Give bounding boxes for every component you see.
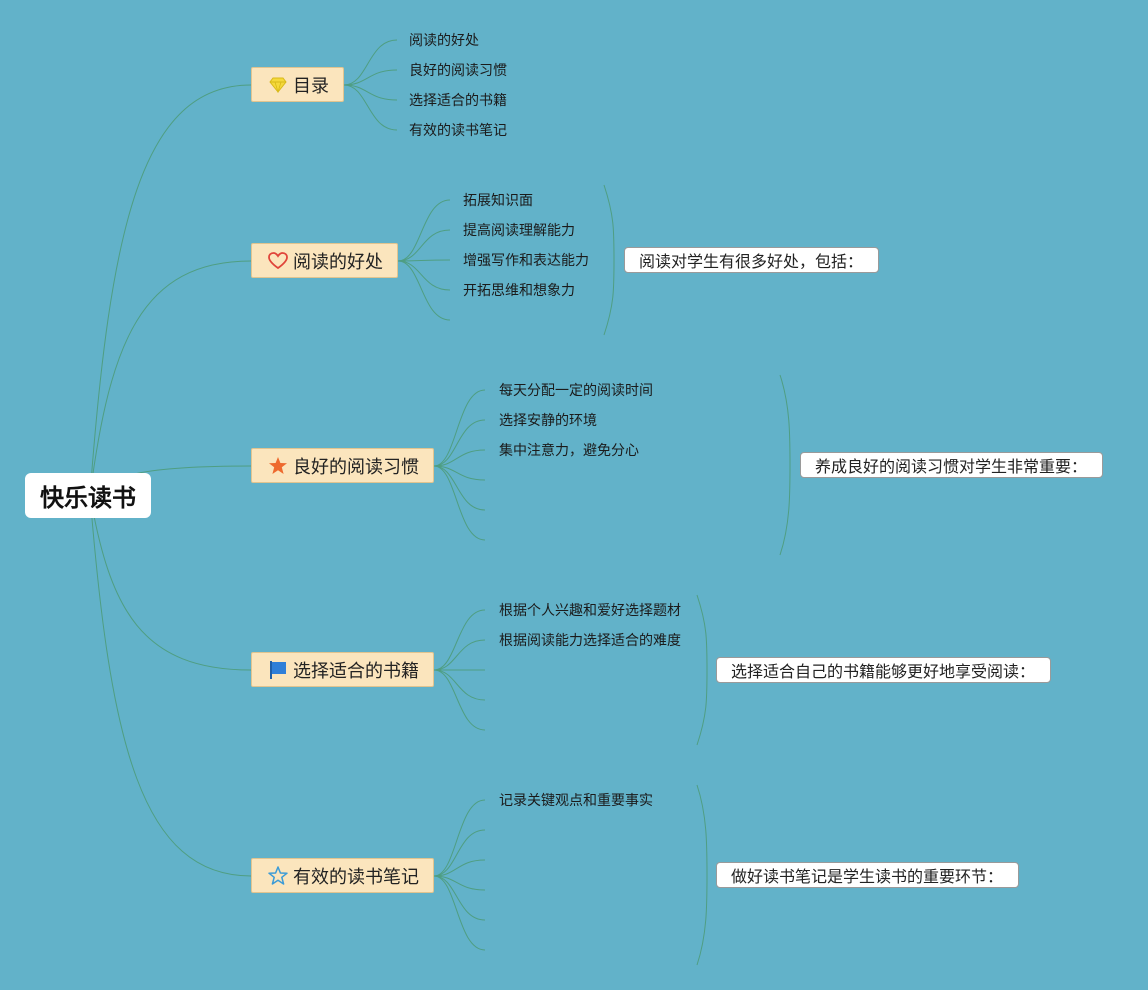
star-outline-icon	[268, 866, 288, 886]
summary-box[interactable]: 养成良好的阅读习惯对学生非常重要：	[800, 452, 1103, 478]
topic-table-of-contents[interactable]: 目录	[251, 67, 344, 102]
summary-bracket	[603, 184, 615, 261]
subtopic-item[interactable]: 每天分配一定的阅读时间	[499, 383, 653, 399]
subtopic-item[interactable]: 根据个人兴趣和爱好选择题材	[499, 603, 681, 619]
summary-bracket	[779, 464, 791, 556]
topic-label: 目录	[293, 75, 329, 97]
summary-box[interactable]: 阅读对学生有很多好处，包括：	[624, 247, 879, 273]
subtopic-item[interactable]: 良好的阅读习惯	[409, 63, 507, 79]
branch-connector	[433, 875, 486, 951]
root-topic[interactable]: 快乐读书	[25, 473, 151, 518]
summary-box[interactable]: 选择适合自己的书籍能够更好地享受阅读：	[716, 657, 1051, 683]
branch-connector	[433, 859, 486, 877]
root-connector	[89, 260, 252, 496]
summary-text: 做好读书笔记是学生读书的重要环节：	[731, 867, 1004, 886]
branch-connector	[433, 875, 486, 891]
summary-text: 选择适合自己的书籍能够更好地享受阅读：	[731, 662, 1036, 681]
summary-box[interactable]: 做好读书笔记是学生读书的重要环节：	[716, 862, 1019, 888]
summary-bracket	[696, 784, 708, 876]
topic-label: 有效的读书笔记	[293, 866, 419, 888]
branch-connector	[433, 639, 486, 671]
branch-connector	[433, 449, 486, 467]
branch-connector	[433, 799, 486, 877]
topic-reading-benefits[interactable]: 阅读的好处	[251, 243, 398, 278]
root-connector	[89, 494, 252, 877]
summary-text: 阅读对学生有很多好处，包括：	[639, 252, 864, 271]
subtopic-item[interactable]: 有效的读书笔记	[409, 123, 507, 139]
root-connector	[89, 84, 252, 496]
star-icon	[268, 456, 288, 476]
topic-reading-notes[interactable]: 有效的读书笔记	[251, 858, 434, 893]
subtopic-item[interactable]: 根据阅读能力选择适合的难度	[499, 633, 681, 649]
branch-connector	[433, 875, 486, 921]
subtopic-item[interactable]: 记录关键观点和重要事实	[499, 793, 653, 809]
root-topic-label: 快乐读书	[40, 484, 136, 512]
subtopic-item[interactable]: 提高阅读理解能力	[463, 223, 575, 239]
subtopic-item[interactable]: 选择适合的书籍	[409, 93, 507, 109]
branch-connector	[433, 829, 486, 877]
diamond-icon	[268, 75, 288, 95]
branch-connector	[397, 259, 451, 262]
branch-connector	[433, 419, 486, 467]
topic-label: 良好的阅读习惯	[293, 456, 419, 478]
topic-label: 阅读的好处	[293, 251, 383, 273]
topic-choose-books[interactable]: 选择适合的书籍	[251, 652, 434, 687]
branch-connector	[433, 669, 486, 731]
root-connector	[89, 494, 252, 671]
summary-text: 养成良好的阅读习惯对学生非常重要：	[815, 457, 1088, 476]
branch-connector	[433, 389, 486, 467]
subtopic-item[interactable]: 选择安静的环境	[499, 413, 597, 429]
topic-reading-habits[interactable]: 良好的阅读习惯	[251, 448, 434, 483]
branch-connector	[397, 260, 451, 321]
branch-connector	[433, 465, 486, 481]
topic-label: 选择适合的书籍	[293, 660, 419, 682]
summary-bracket	[779, 374, 791, 466]
subtopic-item[interactable]: 集中注意力，避免分心	[499, 443, 639, 459]
branch-connector	[343, 39, 398, 86]
branch-connector	[433, 609, 486, 671]
subtopic-item[interactable]: 拓展知识面	[463, 193, 533, 209]
branch-connector	[397, 260, 451, 291]
branch-connector	[433, 669, 486, 701]
subtopic-item[interactable]: 开拓思维和想象力	[463, 283, 575, 299]
flag-icon	[268, 660, 288, 680]
summary-bracket	[696, 669, 708, 746]
branch-connector	[343, 84, 398, 101]
branch-connector	[397, 199, 451, 262]
branch-connector	[343, 84, 398, 131]
branch-connector	[433, 465, 486, 511]
branch-connector	[433, 465, 486, 541]
branch-connector	[397, 229, 451, 262]
subtopic-item[interactable]: 增强写作和表达能力	[463, 253, 589, 269]
summary-bracket	[696, 874, 708, 966]
summary-bracket	[603, 259, 615, 336]
subtopic-item[interactable]: 阅读的好处	[409, 33, 479, 49]
branch-connector	[343, 69, 398, 86]
summary-bracket	[696, 594, 708, 671]
heart-icon	[268, 251, 288, 271]
